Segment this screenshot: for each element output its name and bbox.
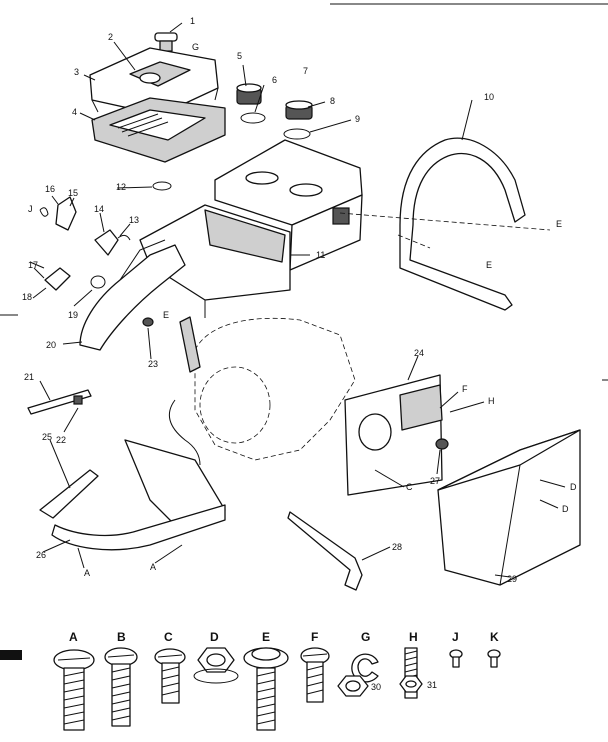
screw-j: [449, 649, 463, 668]
screw-b: [104, 647, 138, 727]
nut-30: [337, 675, 369, 697]
callout: 7: [303, 66, 308, 76]
callout: 25: [42, 432, 52, 442]
ring-part: [90, 275, 106, 289]
callout: 5: [237, 51, 242, 61]
nut-d: [193, 647, 239, 684]
callout: 24: [414, 348, 424, 358]
mounting-plate-part: [344, 374, 449, 496]
callout-labels: 1 G 2 3 4 5 6 7 8 9 10 E E 12 16 15 14 1…: [22, 16, 577, 584]
screw-f: [300, 647, 330, 703]
callout: 1: [190, 16, 195, 26]
callout: A: [84, 568, 90, 578]
screw-c: [154, 648, 186, 704]
hardware-label-k: K: [490, 630, 499, 644]
callout: 10: [484, 92, 494, 102]
air-filter-base-part: [91, 97, 226, 163]
hardware-row: A B C D E: [53, 630, 501, 731]
callout: 26: [36, 550, 46, 560]
lockout-part: [44, 267, 71, 291]
callout: E: [556, 219, 562, 229]
callout: 9: [355, 114, 360, 124]
callout: 22: [56, 435, 66, 445]
callout: 3: [74, 67, 79, 77]
air-filter-cover-part: [89, 47, 219, 116]
grommet-part: [142, 317, 154, 327]
callout: 14: [94, 204, 104, 214]
callout: D: [570, 482, 577, 492]
hardware-number: 31: [427, 680, 437, 690]
tank-housing-part: [139, 139, 363, 318]
left-edge-bar: [0, 650, 22, 660]
callout: 13: [129, 215, 139, 225]
screw-e: [243, 647, 289, 731]
rear-handle-part: [79, 239, 186, 351]
callout: 16: [45, 184, 55, 194]
nut-31: [399, 675, 423, 693]
callout: 20: [46, 340, 56, 350]
callout: 6: [272, 75, 277, 85]
oil-cap-part: [283, 100, 313, 140]
trigger-part: [94, 229, 119, 256]
callout: 29: [507, 574, 517, 584]
hardware-label-b: B: [117, 630, 126, 644]
clip-part: [39, 207, 49, 217]
leader-lines: [32, 22, 566, 578]
callout: E: [486, 260, 492, 270]
callout: J: [28, 204, 33, 214]
callout: 12: [116, 182, 126, 192]
callout: 11: [316, 250, 325, 260]
callout: D: [562, 504, 569, 514]
callout: H: [488, 396, 495, 406]
throttle-lever-part: [55, 196, 77, 231]
callout: G: [192, 42, 199, 52]
callout: 28: [392, 542, 402, 552]
engine-block-part: [168, 316, 356, 466]
pin-part: [29, 261, 45, 269]
callout: 23: [148, 359, 158, 369]
hardware-label-e: E: [262, 630, 270, 644]
washer-part: [152, 181, 172, 191]
callout: F: [462, 384, 468, 394]
screw-a: [53, 649, 95, 731]
callout: 17: [28, 260, 38, 270]
hardware-label-g: G: [361, 630, 370, 644]
callout: 27: [430, 476, 440, 486]
hardware-label-j: J: [452, 630, 459, 644]
bottom-plate-part: [39, 439, 226, 551]
hardware-label-a: A: [69, 630, 78, 644]
hardware-label-c: C: [164, 630, 173, 644]
hardware-label-f: F: [311, 630, 318, 644]
screw-k: [487, 649, 501, 668]
spring-part: [117, 234, 131, 241]
knob-part: [154, 32, 178, 52]
callout: 21: [24, 372, 34, 382]
callout: A: [150, 562, 156, 572]
front-handle-part: [339, 137, 551, 311]
hardware-label-h: H: [409, 630, 418, 644]
callout: 4: [72, 107, 77, 117]
callout: 2: [108, 32, 113, 42]
hardware-number: 30: [371, 682, 381, 692]
callout: 15: [68, 188, 78, 198]
callout: 18: [22, 292, 32, 302]
callout: 8: [330, 96, 335, 106]
hardware-label-d: D: [210, 630, 219, 644]
callout: E: [163, 310, 169, 320]
callout: C: [406, 482, 413, 492]
bar-stud-part: [27, 389, 92, 415]
clip-g: [351, 653, 379, 683]
callout: 19: [68, 310, 78, 320]
wrench-part: [287, 511, 363, 591]
side-cover-part: [437, 429, 581, 586]
fuel-cap-part: [236, 83, 266, 124]
